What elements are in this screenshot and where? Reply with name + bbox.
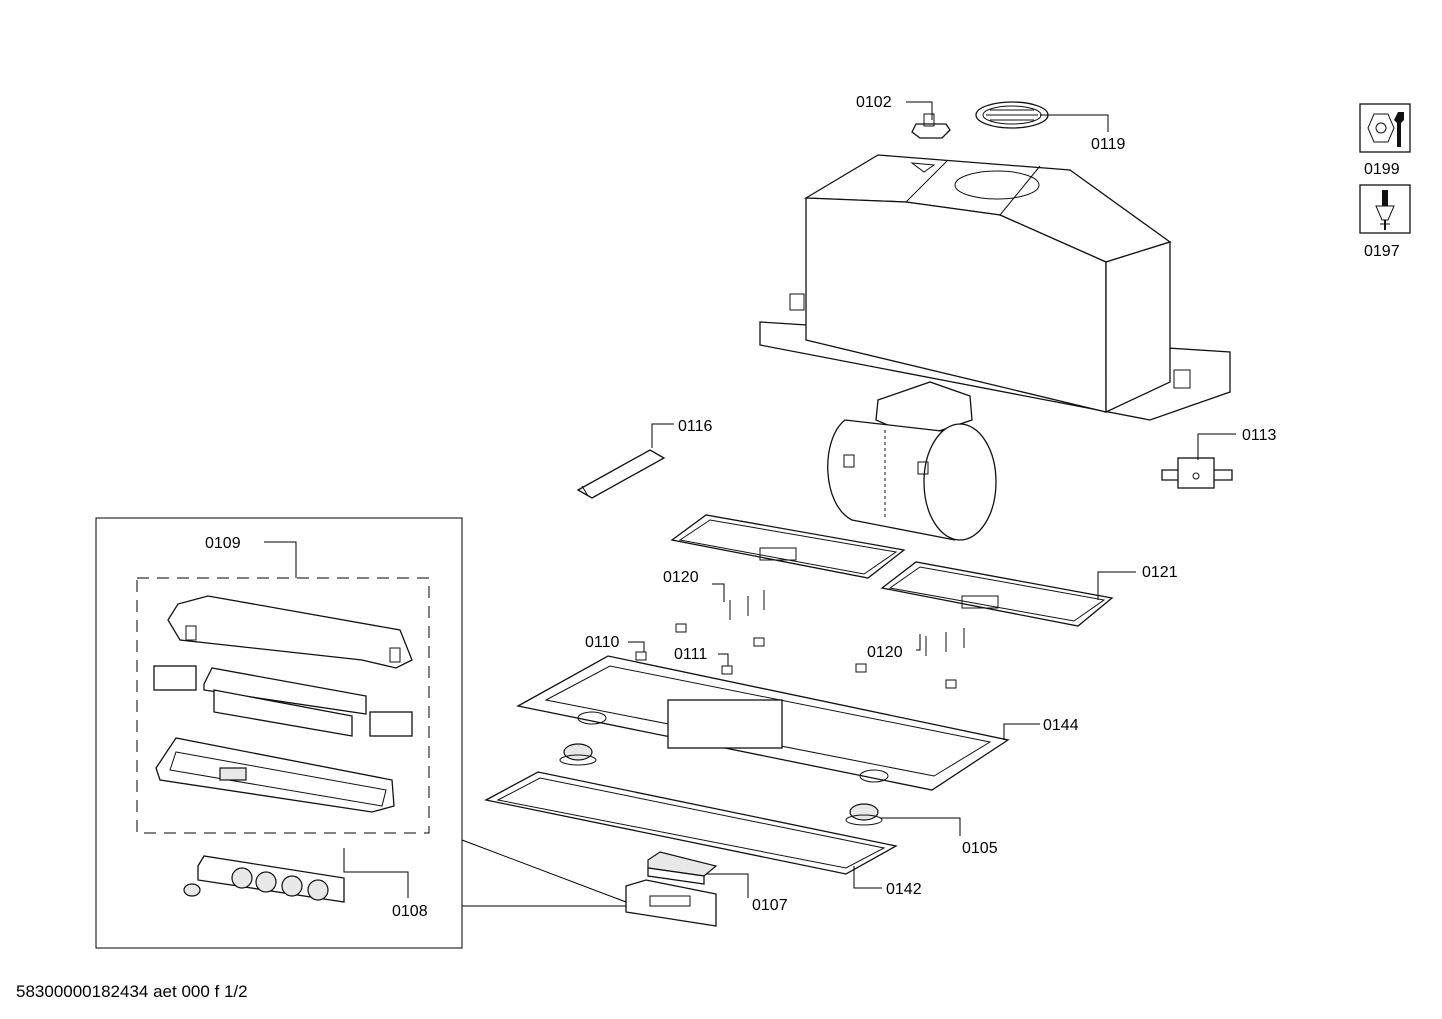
screwdriver-icon [1359, 184, 1411, 234]
inset-housing-bottom [155, 737, 395, 813]
label-0199: 0199 [1364, 161, 1400, 178]
clip-part-0102 [911, 113, 951, 139]
document-id: 58300000182434 aet 000 f 1/2 [16, 982, 248, 1001]
label-0111: 0111 [674, 646, 707, 663]
label-0108: 0108 [392, 903, 428, 920]
clip-set [635, 590, 965, 689]
label-0107: 0107 [752, 897, 788, 914]
bracket-part-0113 [1161, 457, 1233, 489]
label-0110: 0110 [585, 634, 620, 651]
wrench-nut-icon [1359, 103, 1411, 153]
inset-frame [95, 517, 463, 949]
hood-housing [759, 154, 1231, 421]
inset-pcb [153, 665, 413, 737]
fan-motor [827, 381, 997, 541]
lamp-left [559, 743, 597, 766]
label-0116: 0116 [678, 418, 713, 435]
label-0121: 0121 [1142, 564, 1178, 581]
label-0197: 0197 [1364, 243, 1400, 260]
inset-dashed-group [136, 577, 430, 834]
bottom-frame-0144 [516, 655, 1010, 791]
label-0144: 0144 [1043, 717, 1079, 734]
control-module [625, 879, 717, 927]
trim-frame-0142 [484, 771, 898, 875]
inset-knob-panel [183, 855, 345, 903]
label-0119: 0119 [1091, 136, 1126, 153]
label-0113: 0113 [1242, 427, 1277, 444]
grease-filter-right [880, 561, 1114, 627]
label-0142: 0142 [886, 881, 922, 898]
leader-lines [264, 101, 1236, 907]
grille-part-0119 [975, 101, 1049, 129]
label-0120-upper: 0120 [663, 569, 699, 586]
bracket-part-0116 [576, 449, 666, 499]
label-0120-lower: 0120 [867, 644, 903, 661]
label-0102: 0102 [856, 94, 892, 111]
lamp-right [845, 803, 883, 826]
inset-housing-top [167, 595, 413, 669]
grease-filter-left [670, 514, 906, 579]
label-0105: 0105 [962, 840, 998, 857]
control-box-0107 [647, 851, 718, 885]
label-0109: 0109 [205, 535, 241, 552]
